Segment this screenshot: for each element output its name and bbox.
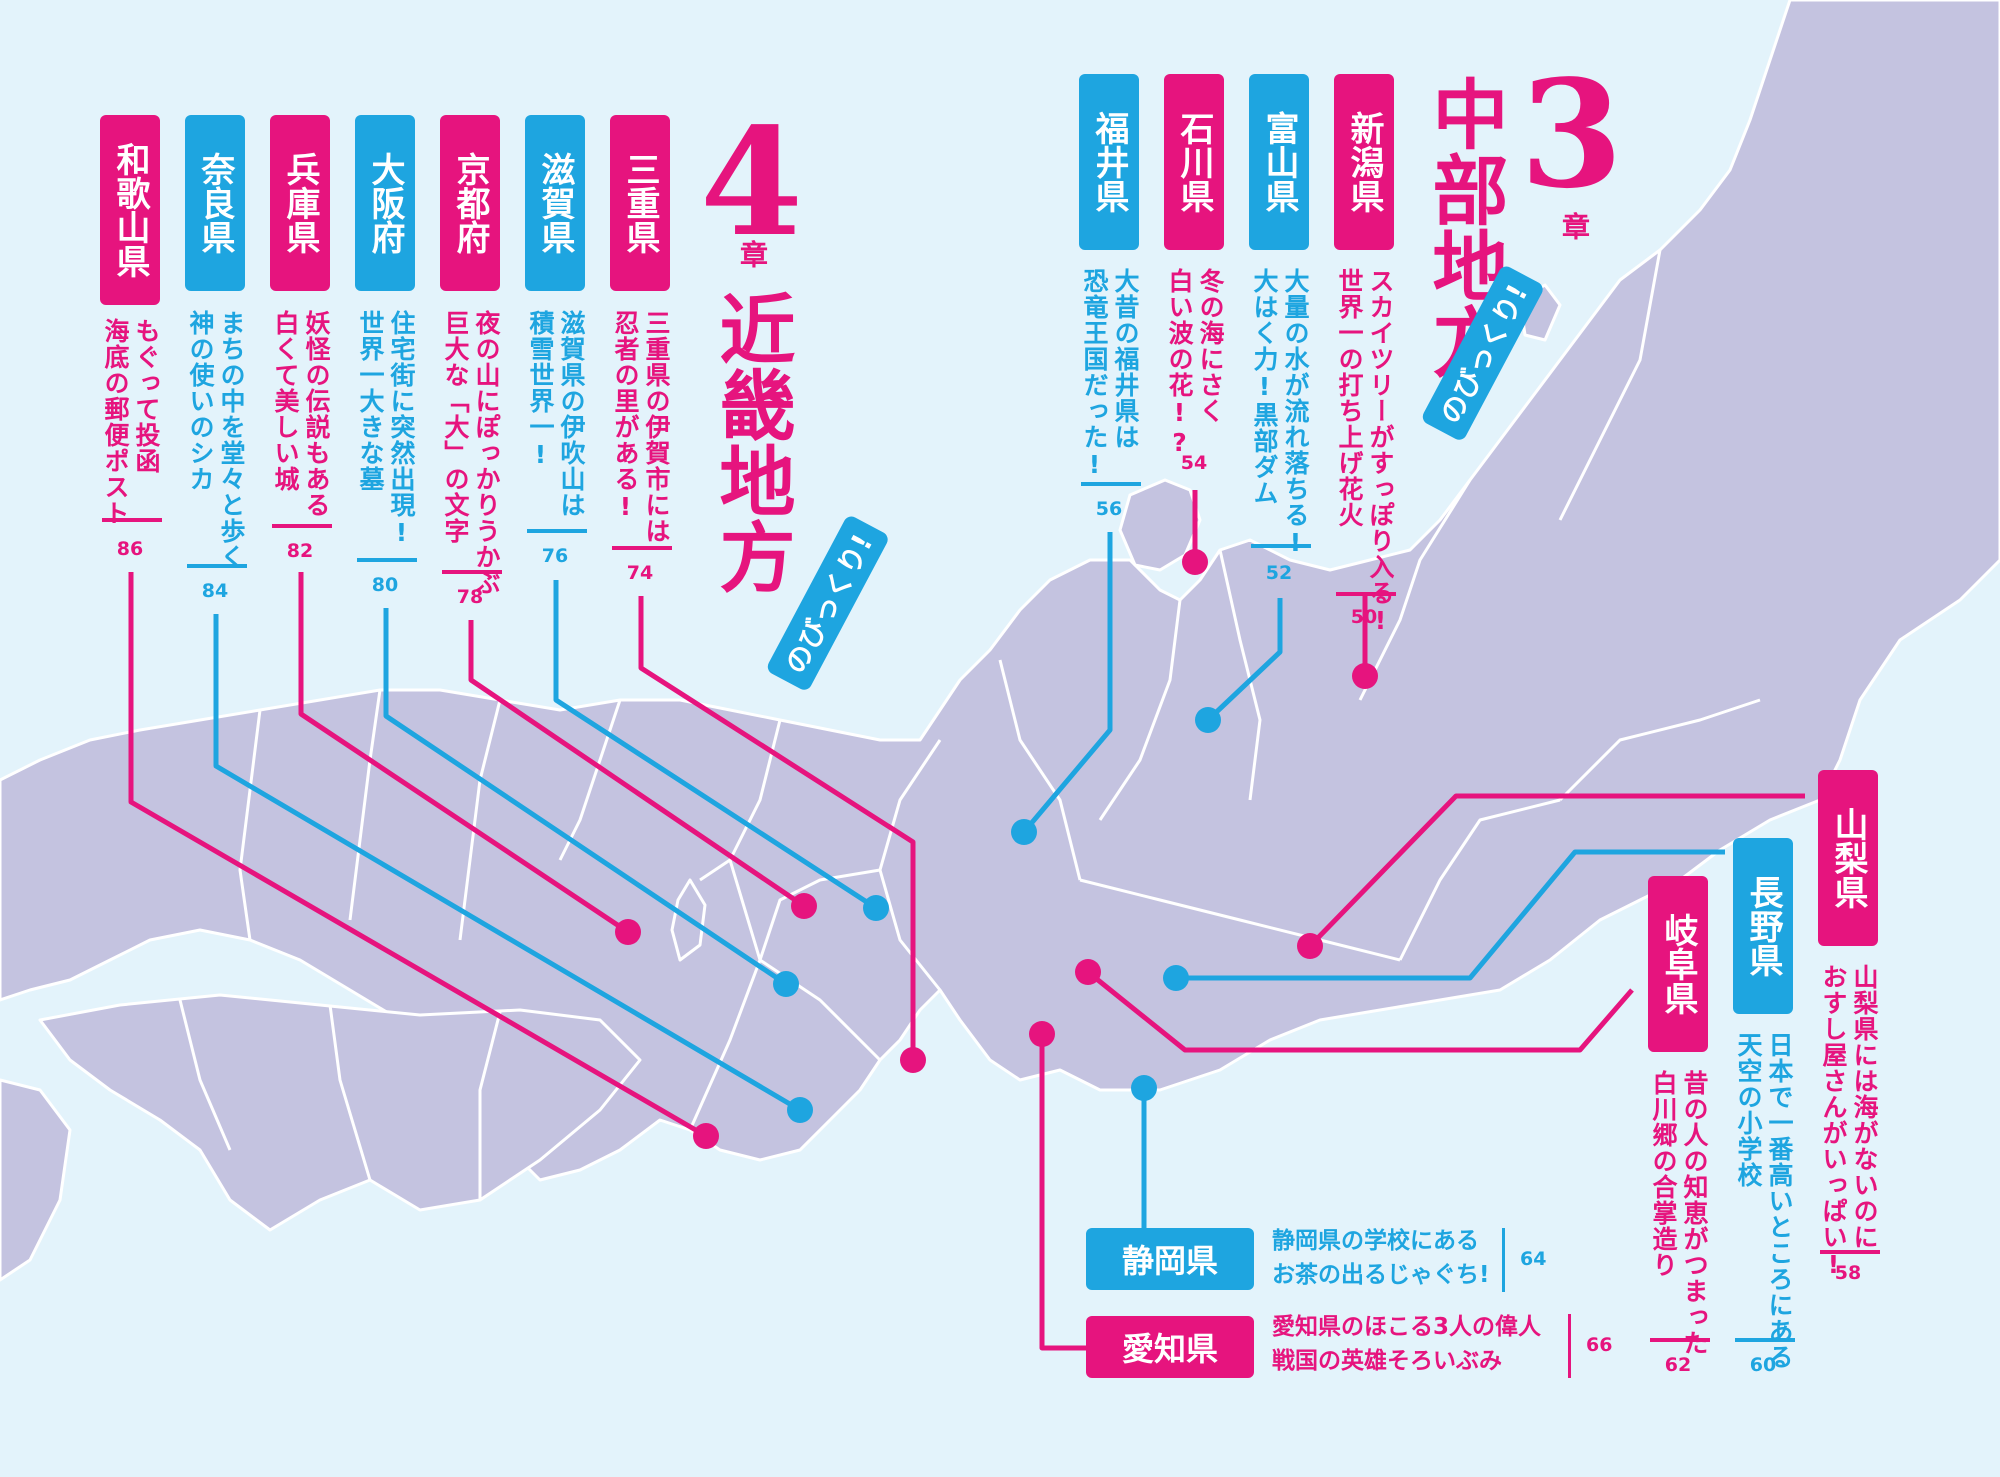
- page-fukui[interactable]: 56: [1095, 498, 1123, 520]
- bar-shizuoka: [1502, 1228, 1505, 1292]
- line-nagano-dot: [1163, 965, 1189, 991]
- page-yamanashi[interactable]: 58: [1834, 1262, 1862, 1284]
- tag-mie[interactable]: 三重県: [610, 115, 670, 291]
- chapter4-title: 近畿地方: [706, 290, 796, 594]
- page-kyoto[interactable]: 78: [456, 586, 484, 608]
- line-wakayama-dot: [693, 1123, 719, 1149]
- tag-fukui[interactable]: 福井県: [1079, 74, 1139, 250]
- tag-niigata[interactable]: 新潟県: [1334, 74, 1394, 250]
- tag-shiga[interactable]: 滋賀県: [525, 115, 585, 291]
- line-nara: [213, 614, 802, 1113]
- kyushu-island: [0, 1078, 72, 1282]
- desc-ishikawa: 冬の海にさく白い波の花!?: [1165, 268, 1225, 458]
- page-shizuoka[interactable]: 64: [1520, 1248, 1547, 1270]
- tag-ishikawa[interactable]: 石川県: [1164, 74, 1224, 250]
- desc-niigata: スカイツリーがすっぽり入る!世界一の打ち上げ花火: [1335, 268, 1395, 636]
- line-nagano: [1176, 849, 1725, 981]
- line-shizuoka-dot: [1131, 1075, 1157, 1101]
- chapter3-number: 3: [1520, 47, 1623, 221]
- page-ishikawa[interactable]: 54: [1180, 452, 1208, 474]
- line-mie-dot: [900, 1047, 926, 1073]
- line-kyoto: [468, 620, 806, 909]
- chapter4-label: 章: [736, 240, 769, 268]
- line-fukui: [1022, 532, 1113, 834]
- tag-wakayama[interactable]: 和歌山県: [100, 115, 160, 305]
- line-osaka: [383, 608, 788, 987]
- bar-aichi: [1568, 1314, 1571, 1378]
- page-nagano[interactable]: 60: [1749, 1354, 1777, 1376]
- desc-fukui: 大昔の福井県は恐竜王国だった!: [1080, 268, 1140, 480]
- line-fukui-dot: [1011, 819, 1037, 845]
- tag-gifu[interactable]: 岐阜県: [1648, 876, 1708, 1052]
- line-shiga: [553, 580, 878, 911]
- desc-yamanashi: 山梨県には海がないのにおすし屋さんがいっぱい!: [1819, 964, 1879, 1280]
- line-nara-dot: [787, 1097, 813, 1123]
- page-osaka[interactable]: 80: [371, 574, 399, 596]
- page-gifu[interactable]: 62: [1664, 1354, 1692, 1376]
- line-aichi-dot: [1029, 1021, 1055, 1047]
- page-wakayama[interactable]: 86: [116, 538, 144, 560]
- chapter3-label: 章: [1558, 212, 1591, 240]
- line-gifu-dot: [1075, 959, 1101, 985]
- tag-kyoto[interactable]: 京都府: [440, 115, 500, 291]
- line-shiga-dot: [863, 895, 889, 921]
- page-mie[interactable]: 74: [626, 562, 654, 584]
- tag-aichi[interactable]: 愛知県: [1086, 1316, 1254, 1378]
- page-aichi[interactable]: 66: [1586, 1334, 1613, 1356]
- tag-nagano[interactable]: 長野県: [1733, 838, 1793, 1014]
- line-kyoto-dot: [791, 893, 817, 919]
- tag-yamanashi[interactable]: 山梨県: [1818, 770, 1878, 946]
- line-niigata-dot: [1352, 663, 1378, 689]
- line-wakayama: [128, 572, 708, 1139]
- line-aichi: [1039, 1034, 1086, 1351]
- desc-toyama: 大量の水が流れ落ちる!大はく力!黒部ダム: [1250, 268, 1310, 558]
- line-yamanashi: [1308, 793, 1805, 948]
- chapter4-number: 4: [700, 95, 803, 269]
- tag-osaka[interactable]: 大阪府: [355, 115, 415, 291]
- tag-nara[interactable]: 奈良県: [185, 115, 245, 291]
- line-hyogo-dot: [615, 919, 641, 945]
- line-toyama: [1206, 598, 1283, 722]
- line-yamanashi-dot: [1297, 933, 1323, 959]
- desc-shiga: 滋賀県の伊吹山は積雪世界一!: [526, 310, 586, 518]
- line-ishikawa-dot: [1182, 549, 1208, 575]
- page-nara[interactable]: 84: [201, 580, 229, 602]
- desc-nara: まちの中を堂々と歩く神の使いのシカ: [186, 310, 246, 570]
- desc-hyogo: 妖怪の伝説もある白くて美しい城: [271, 310, 331, 518]
- tag-hyogo[interactable]: 兵庫県: [270, 115, 330, 291]
- tag-toyama[interactable]: 富山県: [1249, 74, 1309, 250]
- page-niigata[interactable]: 50: [1350, 606, 1378, 628]
- desc-shizuoka: 静岡県の学校にあるお茶の出るじゃぐち!: [1272, 1228, 1490, 1288]
- desc-mie: 三重県の伊賀市には忍者の里がある!: [611, 310, 671, 544]
- desc-kyoto: 夜の山にぽっかりうかぶ巨大な「大」の文字: [441, 310, 501, 596]
- line-hyogo: [298, 572, 630, 935]
- page-toyama[interactable]: 52: [1265, 562, 1293, 584]
- noto-peninsula: [1118, 478, 1202, 572]
- line-osaka-dot: [773, 971, 799, 997]
- page-shiga[interactable]: 76: [541, 545, 569, 567]
- tag-shizuoka[interactable]: 静岡県: [1086, 1228, 1254, 1290]
- desc-aichi: 愛知県のほこる3人の偉人戦国の英雄そろいぶみ: [1272, 1314, 1542, 1374]
- desc-osaka: 住宅街に突然出現!世界一大きな墓: [356, 310, 416, 548]
- line-toyama-dot: [1195, 707, 1221, 733]
- page-hyogo[interactable]: 82: [286, 540, 314, 562]
- desc-wakayama: もぐって投函海底の郵便ポスト: [101, 318, 161, 526]
- line-gifu: [1086, 970, 1634, 1053]
- desc-nagano: 日本で一番高いところにある天空の小学校: [1734, 1032, 1794, 1370]
- desc-gifu: 昔の人の知恵がつまった白川郷の合掌造り: [1649, 1070, 1709, 1356]
- line-mie: [638, 596, 916, 1060]
